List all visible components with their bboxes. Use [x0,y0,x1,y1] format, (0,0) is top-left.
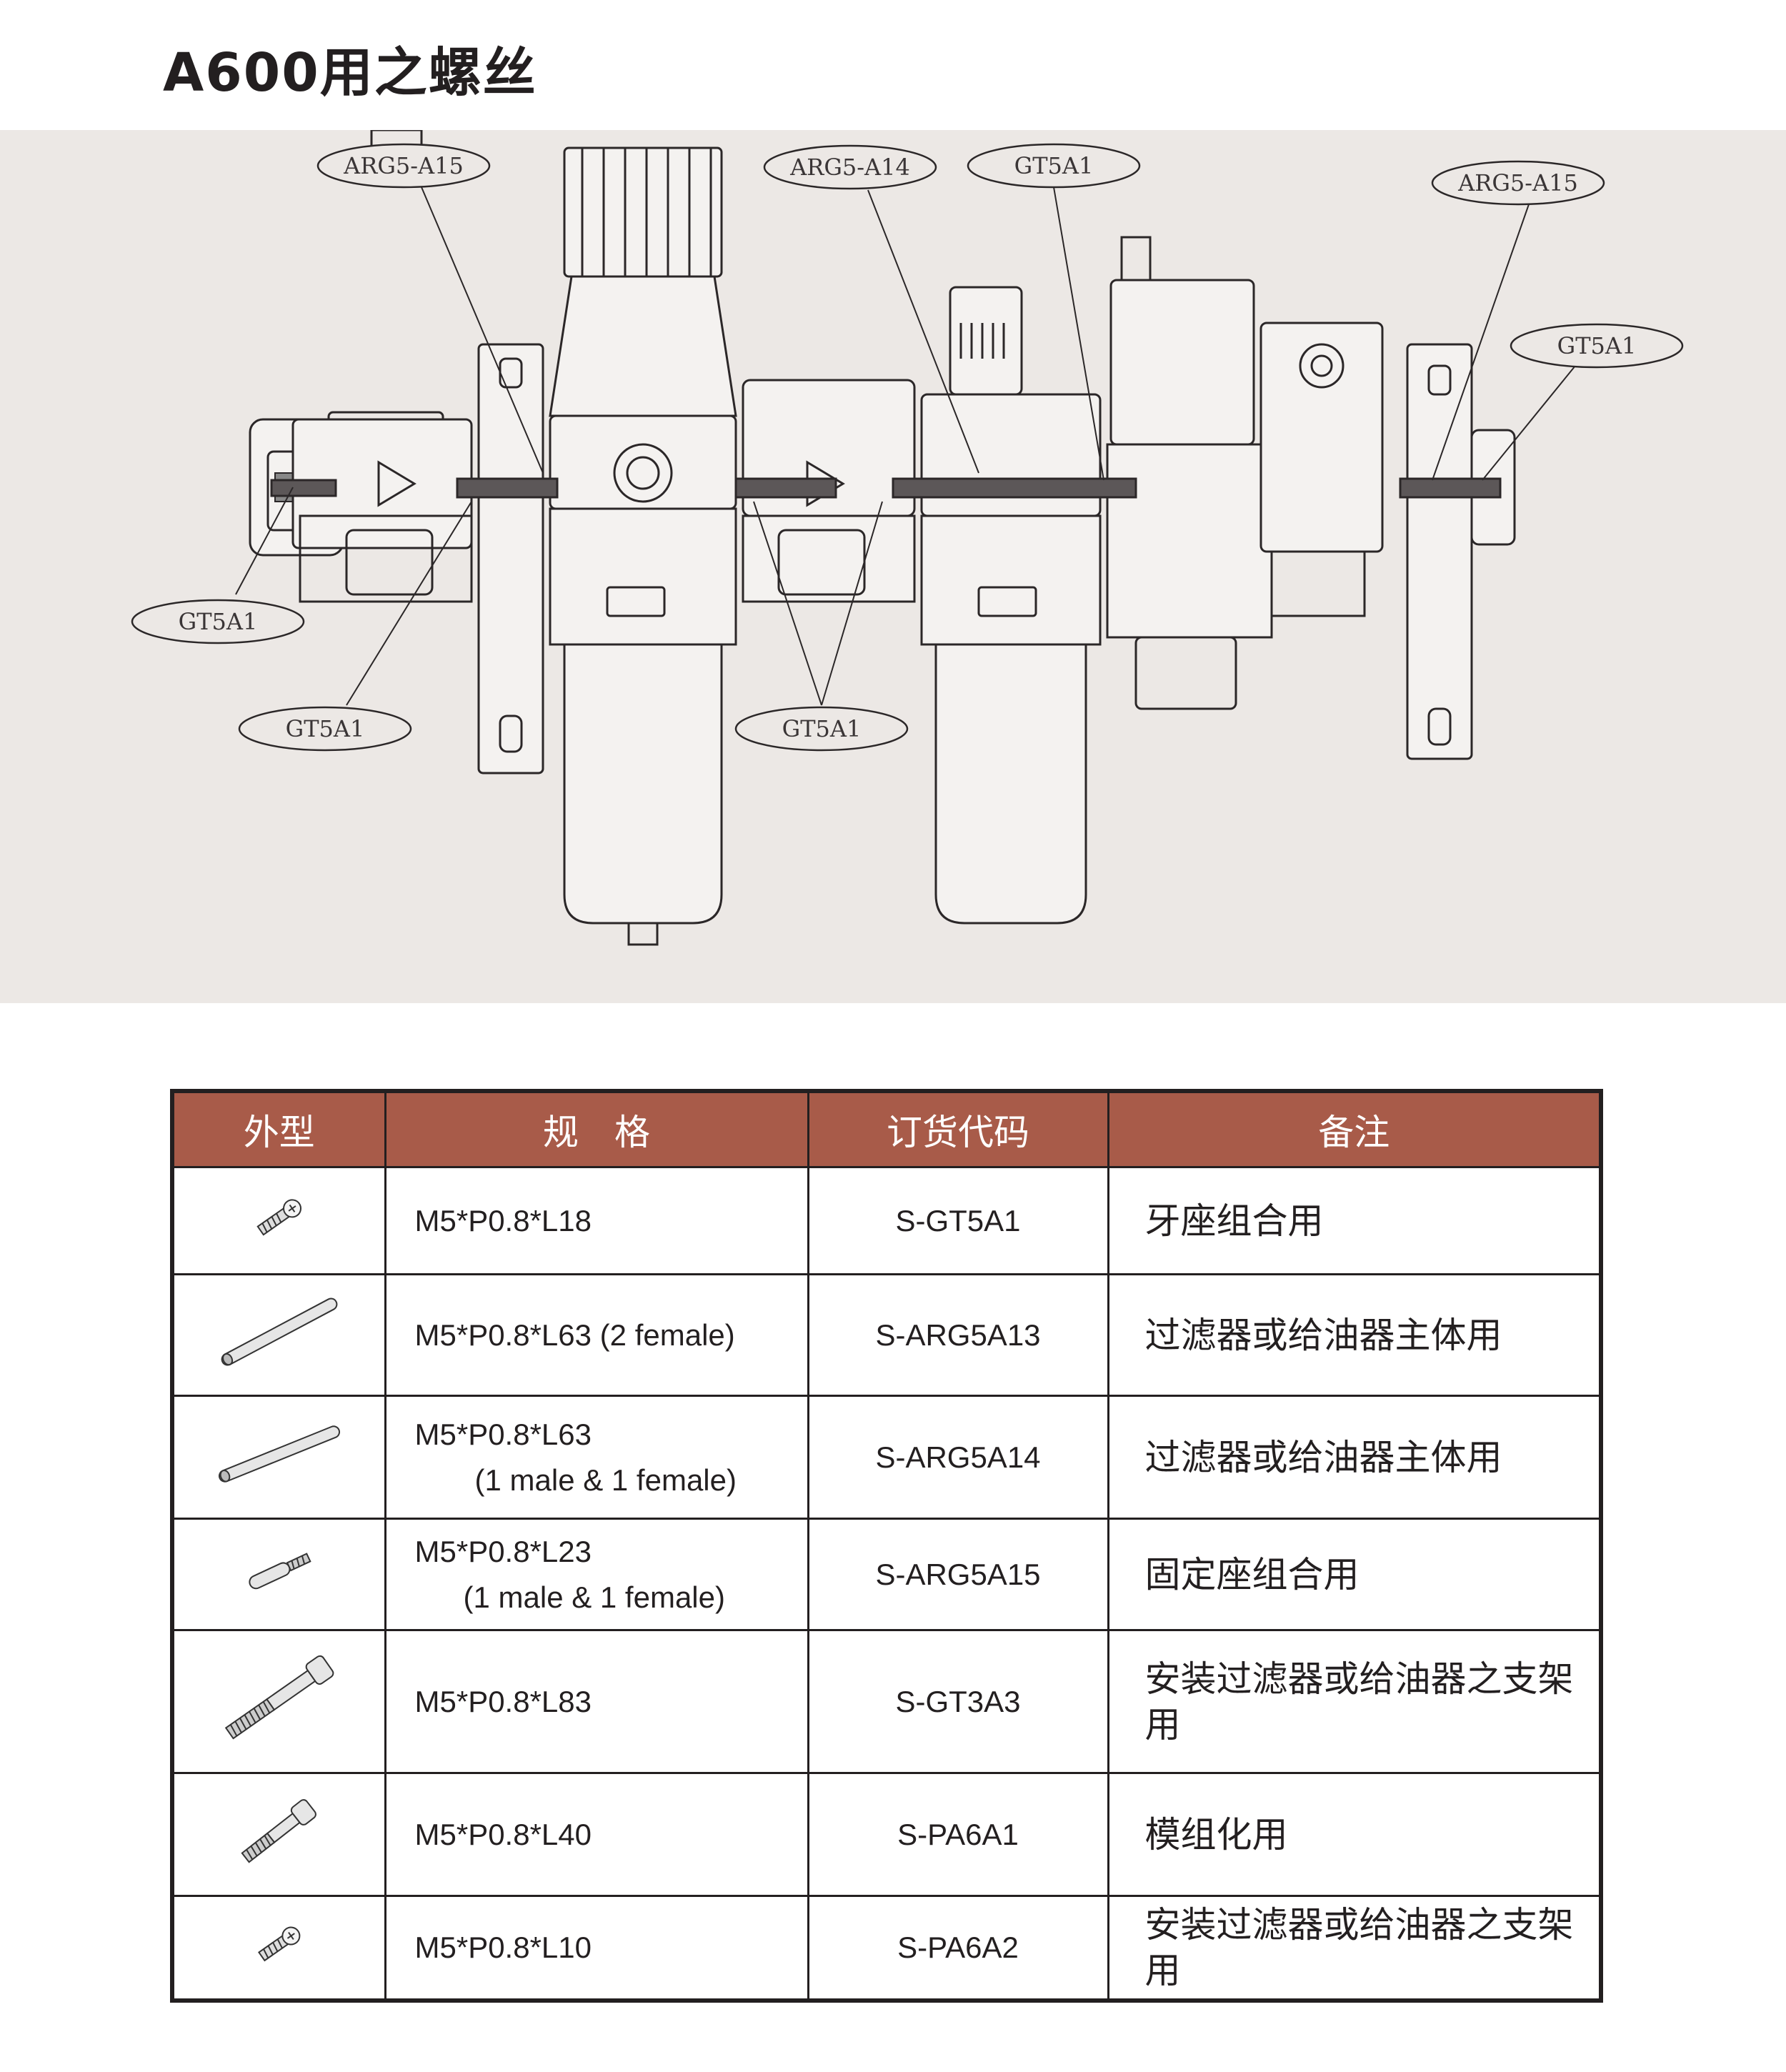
bolt-icon [241,1798,316,1863]
leader-lines [235,186,1576,706]
callouts [131,143,1684,752]
shape-cell [171,1629,386,1774]
order-code-cell: S-GT5A1 [807,1166,1109,1275]
remarks-cell: 过滤器或给油器主体用 [1107,1395,1602,1520]
remarks-cell: 安装过滤器或给油器之支架用 [1107,1629,1602,1774]
screw-spec-table: 外型 规 格 订货代码 备注 M5*P0.8*L18 [170,1089,1603,2003]
table-row: M5*P0.8*L40 S-PA6A1 模组化用 [171,1772,1602,1897]
shape-cell [171,1273,386,1397]
long-rod-icon [221,1298,338,1365]
table-row: M5*P0.8*L10 S-PA6A2 安装过滤器或给油器之支架用 [171,1895,1602,2001]
shape-cell [171,1166,386,1275]
bracket-1 [477,343,544,774]
callout-label: ARG5-A15 [1457,169,1578,196]
table-row: M5*P0.8*L63 (2 female) S-ARG5A13 过滤器或给油器… [171,1273,1602,1397]
order-code-cell: S-ARG5A14 [807,1395,1109,1520]
spec-cell: M5*P0.8*L63 (2 female) [384,1273,809,1397]
long-bolt-icon [224,1655,334,1740]
shape-cell [171,1895,386,2001]
table-header-row: 外型 规 格 订货代码 备注 [171,1090,1602,1168]
short-screw-icon [256,1198,301,1235]
spec-text: M5*P0.8*L63 (2 female) [414,1318,735,1352]
short-screw-icon [257,1926,301,1962]
table-row: M5*P0.8*L83 S-GT3A3 安装过滤器或给油器之支架用 [171,1629,1602,1774]
spec-cell: M5*P0.8*L10 [384,1895,809,2001]
spec-text: M5*P0.8*L18 [414,1203,592,1237]
filter-body [920,286,1102,925]
header-order-code: 订货代码 [807,1090,1109,1168]
spec-cell: M5*P0.8*L63 (1 male & 1 female) [384,1395,809,1520]
callout-label: GT5A1 [1557,332,1637,359]
spec-text-line2: (1 male & 1 female) [463,1580,725,1614]
page-title: A600用之螺丝 [163,42,537,104]
remarks-cell: 牙座组合用 [1107,1166,1602,1275]
table-row: M5*P0.8*L63 (1 male & 1 female) S-ARG5A1… [171,1395,1602,1520]
header-remarks: 备注 [1107,1090,1602,1168]
shape-cell [171,1395,386,1520]
spec-text: M5*P0.8*L63 [414,1417,592,1451]
remarks-cell: 过滤器或给油器主体用 [1107,1273,1602,1397]
spec-cell: M5*P0.8*L40 [384,1772,809,1897]
spec-text: M5*P0.8*L10 [414,1930,592,1964]
spec-cell: M5*P0.8*L83 [384,1629,809,1774]
solenoid-module [1106,236,1384,710]
bracket-2 [1406,343,1516,760]
order-code-cell: S-PA6A1 [807,1772,1109,1897]
callout-label: GT5A1 [1014,152,1094,179]
assembly-diagram: ARG5-A15 ARG5-A14 GT5A1 ARG5-A15 GT5A1 G… [0,130,1786,1003]
standoff-icon [249,1552,311,1589]
spec-text: M5*P0.8*L23 [414,1534,592,1568]
callout-label: ARG5-A14 [789,154,910,181]
header-shape: 外型 [171,1090,386,1168]
spec-text-line2: (1 male & 1 female) [474,1463,737,1497]
remarks-cell: 固定座组合用 [1107,1518,1602,1631]
shape-cell [171,1772,386,1897]
spec-cell: M5*P0.8*L23 (1 male & 1 female) [384,1518,809,1631]
order-code-cell: S-GT3A3 [807,1629,1109,1774]
spec-text: M5*P0.8*L40 [414,1817,592,1851]
callout-label: GT5A1 [179,608,258,635]
table-row: M5*P0.8*L18 S-GT5A1 牙座组合用 [171,1166,1602,1275]
module-1 [291,130,473,603]
tie-rods [270,477,1502,499]
callout-label: GT5A1 [782,715,862,742]
regulator-body [549,146,737,946]
order-code-cell: S-ARG5A15 [807,1518,1109,1631]
callout-label: ARG5-A15 [343,152,464,179]
table-row: M5*P0.8*L23 (1 male & 1 female) S-ARG5A1… [171,1518,1602,1631]
spec-cell: M5*P0.8*L18 [384,1166,809,1275]
spec-text: M5*P0.8*L83 [414,1684,592,1718]
callout-label: GT5A1 [286,715,365,742]
header-spec: 规 格 [384,1090,809,1168]
order-code-cell: S-PA6A2 [807,1895,1109,2001]
remarks-cell: 安装过滤器或给油器之支架用 [1107,1895,1602,2001]
shape-cell [171,1518,386,1631]
long-rod-icon [218,1425,340,1483]
remarks-cell: 模组化用 [1107,1772,1602,1897]
order-code-cell: S-ARG5A13 [807,1273,1109,1397]
